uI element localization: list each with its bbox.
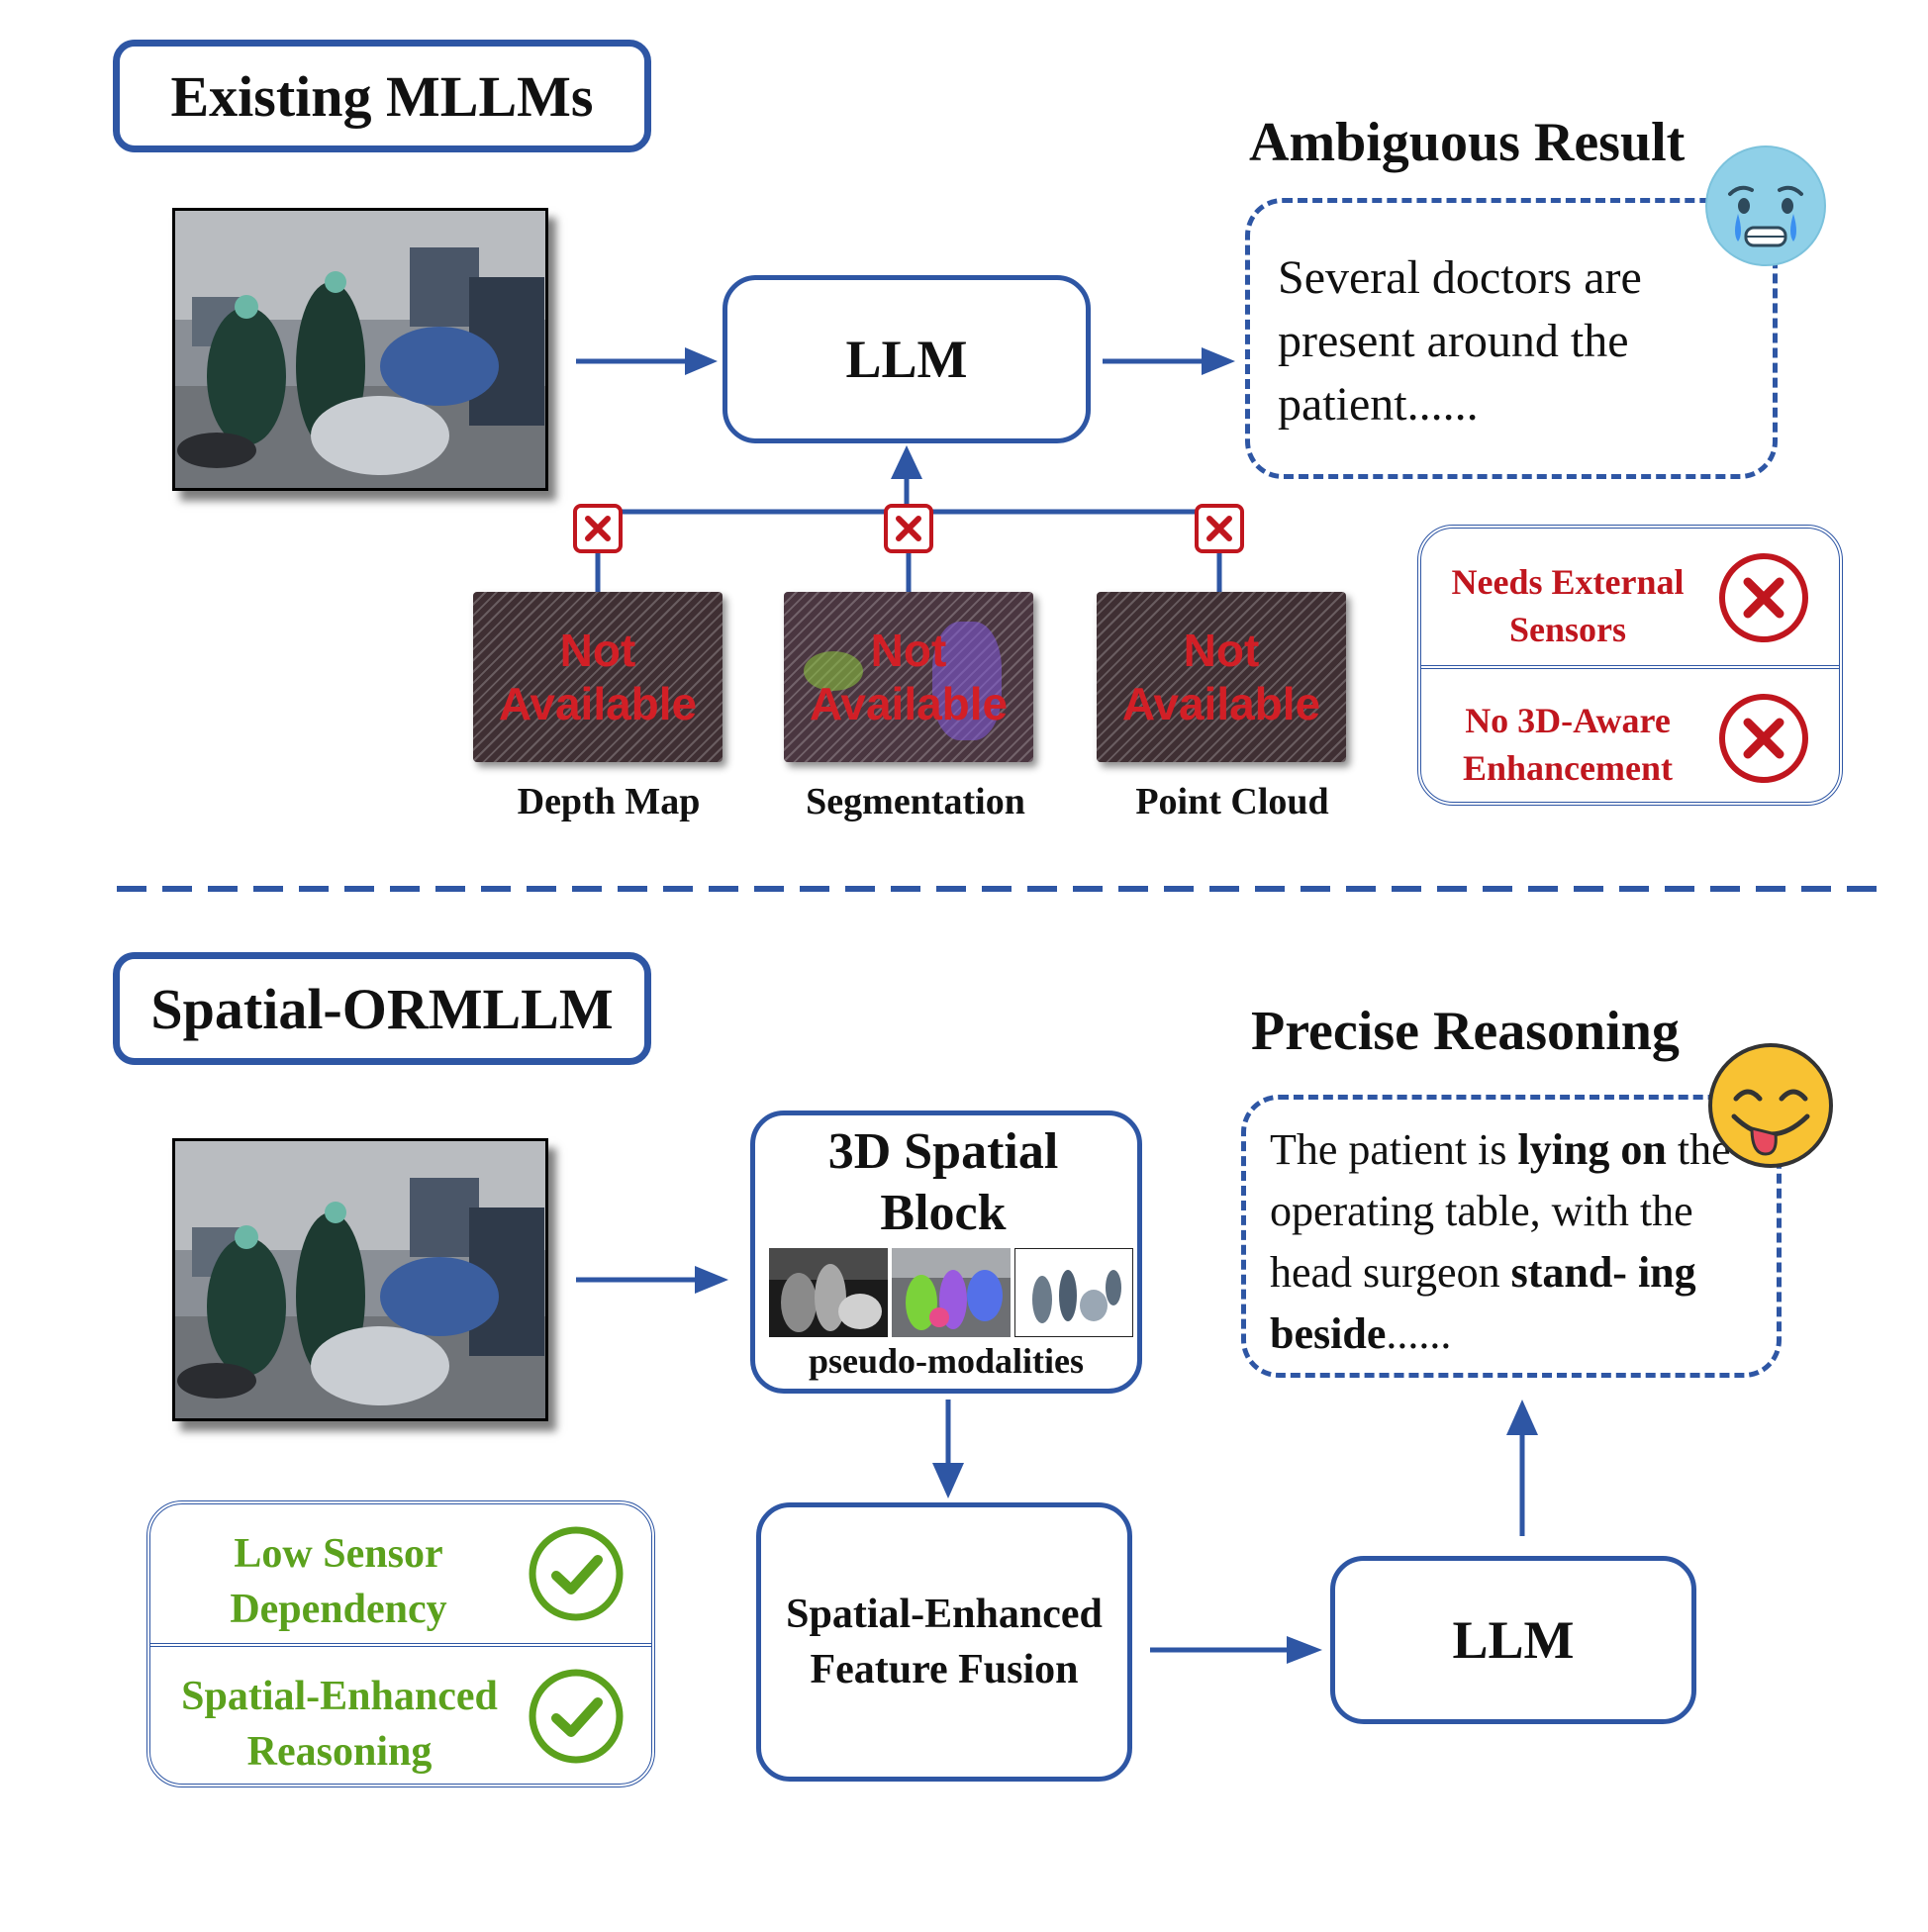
precise-reasoning-heading: Precise Reasoning: [1251, 1001, 1680, 1062]
depth-map-label: Depth Map: [517, 781, 701, 822]
pseudo-modalities-caption: pseudo-modalities: [808, 1341, 1085, 1381]
llm-box-bottom: LLM: [1330, 1556, 1696, 1724]
reasoning-text-part-3: ......: [1386, 1309, 1452, 1358]
operating-room-image-bottom: [172, 1138, 548, 1421]
ambiguous-result-text: Several doctors are present around the p…: [1278, 251, 1642, 431]
llm-box-top: LLM: [723, 275, 1091, 443]
depth-map-unavailable-tile: Not Available: [473, 592, 723, 762]
segmentation-label: Segmentation: [806, 781, 1025, 822]
reasoning-text-bold-3: ing beside: [1270, 1248, 1696, 1358]
pseudo-pointcloud-thumbnail: [1014, 1248, 1133, 1337]
arrow-llm-to-result-bottom: [1506, 1400, 1538, 1536]
low-sensor-dependency-text: Low Sensor Dependency: [230, 1531, 447, 1632]
blocked-x-icon-pointcloud: [1195, 504, 1244, 553]
needs-external-sensors-text: Needs External Sensors: [1451, 562, 1685, 649]
ambiguous-result-box: Several doctors are present around the p…: [1245, 198, 1778, 479]
check-circle-icon: [529, 1526, 624, 1621]
arrow-fusion-to-llm: [1150, 1636, 1322, 1664]
blocked-x-icon-segmentation: [884, 504, 933, 553]
segmentation-color-blob-purple: [932, 622, 1002, 740]
existing-mllms-title: Existing MLLMs: [113, 40, 651, 152]
sad-face-icon: [1705, 145, 1826, 266]
pseudo-segmentation-thumbnail: [892, 1248, 1011, 1337]
blocked-x-icon-depth: [573, 504, 623, 553]
spatial-block-box: 3D Spatial Block pseudo-modalities: [750, 1111, 1142, 1394]
feature-fusion-label: Spatial-Enhanced Feature Fusion: [786, 1592, 1103, 1692]
segmentation-color-blob-green: [804, 651, 863, 691]
operating-room-image-top: [172, 208, 548, 491]
spatial-block-title: 3D Spatial Block: [827, 1123, 1059, 1241]
advantages-divider: [150, 1643, 651, 1647]
check-circle-icon: [529, 1669, 624, 1764]
spatial-enhanced-reasoning-text: Spatial-Enhanced Reasoning: [181, 1674, 498, 1775]
reasoning-text-part-1: The patient is: [1270, 1125, 1518, 1174]
reasoning-text-bold-2: stand-: [1510, 1248, 1627, 1297]
llm-label-bottom: LLM: [1452, 1610, 1575, 1670]
advantages-box: Low Sensor Dependency Spatial-Enhanced R…: [146, 1500, 655, 1787]
llm-label-top: LLM: [845, 330, 968, 389]
pseudo-depth-thumbnail: [769, 1248, 888, 1337]
reasoning-text-part-2: the operating table, with the head surge…: [1270, 1125, 1731, 1297]
ambiguous-result-heading: Ambiguous Result: [1249, 112, 1686, 173]
x-circle-icon: [1719, 694, 1808, 783]
feature-fusion-box: Spatial-Enhanced Feature Fusion: [756, 1502, 1132, 1782]
depth-map-not-available-text: Not Available: [498, 625, 698, 729]
arrow-spatial-block-to-fusion: [932, 1400, 964, 1498]
arrow-image-to-llm-top: [576, 347, 718, 375]
drawbacks-divider: [1421, 665, 1839, 669]
segmentation-unavailable-tile: Not Available: [784, 592, 1033, 762]
point-cloud-not-available-text: Not Available: [1121, 625, 1321, 729]
happy-face-icon: [1708, 1043, 1833, 1168]
section-separator: [117, 886, 1888, 892]
point-cloud-label: Point Cloud: [1135, 781, 1329, 822]
precise-reasoning-text: The patient is lying on the operating ta…: [1270, 1119, 1765, 1365]
precise-reasoning-box: The patient is lying on the operating ta…: [1241, 1095, 1782, 1378]
x-circle-icon: [1719, 553, 1808, 642]
arrow-llm-to-result-top: [1103, 347, 1235, 375]
point-cloud-unavailable-tile: Not Available: [1097, 592, 1346, 762]
arrow-image-to-spatial-block: [576, 1266, 728, 1294]
no-3d-aware-enhancement-text: No 3D-Aware Enhancement: [1462, 701, 1673, 788]
segmentation-not-available-text: Not Available: [809, 625, 1009, 729]
existing-mllms-title-text: Existing MLLMs: [170, 63, 594, 129]
spatial-ormllm-title: Spatial-ORMLLM: [113, 952, 651, 1065]
reasoning-text-bold-1: lying on: [1517, 1125, 1667, 1174]
drawbacks-box: Needs External Sensors No 3D-Aware Enhan…: [1417, 525, 1843, 806]
spatial-ormllm-title-text: Spatial-ORMLLM: [150, 976, 614, 1041]
